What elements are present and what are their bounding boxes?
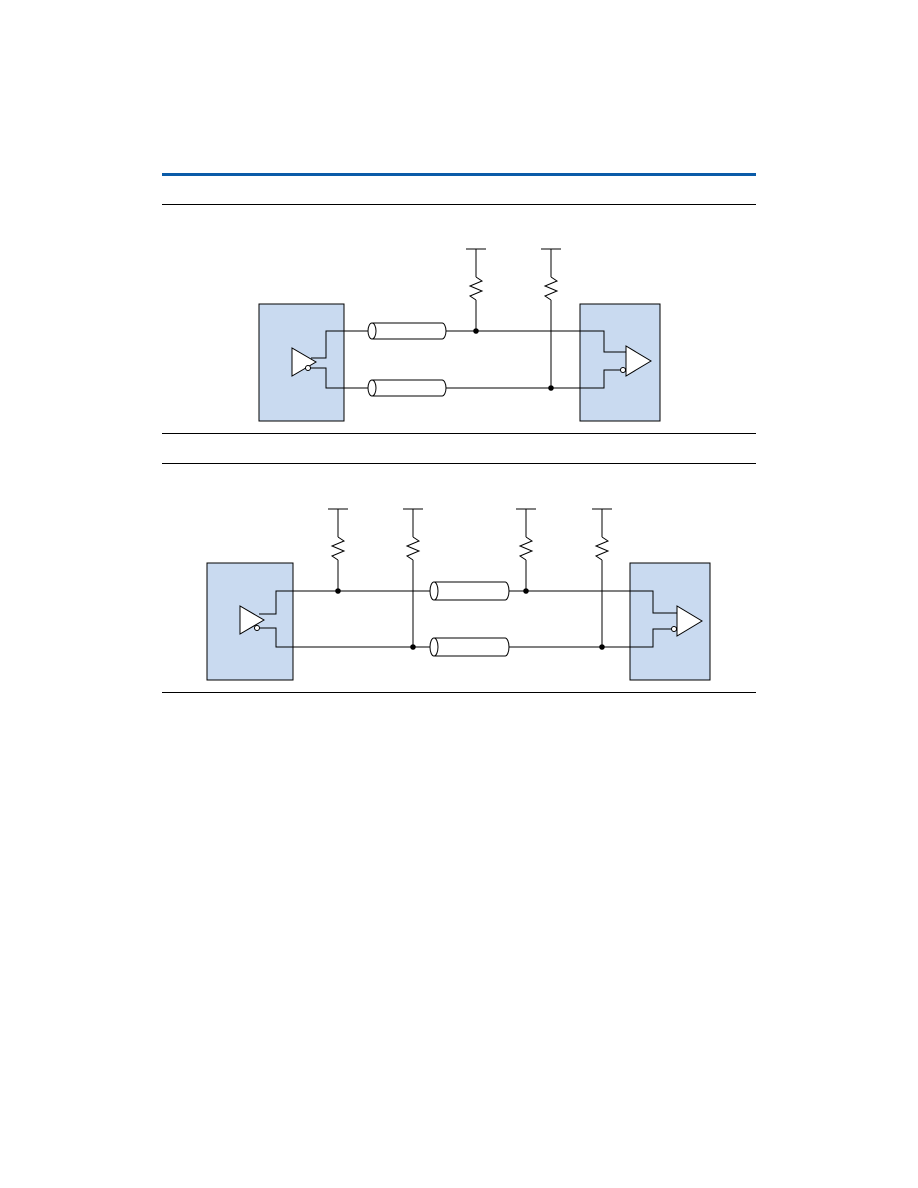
termination-resistor-icon — [592, 508, 612, 647]
rx-negative-trace — [580, 369, 621, 389]
rx-negative-trace — [630, 628, 672, 648]
differential-input-buffer-icon — [671, 605, 703, 637]
junction-dot — [473, 328, 479, 334]
figure-1 — [0, 205, 918, 433]
figure-1-diagram — [258, 248, 661, 422]
differential-input-buffer-icon — [620, 345, 652, 377]
termination-resistor-icon — [403, 508, 423, 647]
transmission-line-icon — [367, 379, 447, 397]
rx-positive-trace — [580, 330, 626, 353]
rx-positive-trace — [630, 590, 677, 614]
differential-output-buffer-icon — [239, 605, 265, 635]
termination-resistor-icon — [516, 508, 536, 591]
tx-negative-trace — [310, 367, 370, 389]
header-rule — [162, 173, 756, 176]
differential-output-buffer-icon — [291, 347, 317, 377]
junction-dot — [523, 588, 529, 594]
junction-dot — [335, 588, 341, 594]
figure-1-bottom-rule — [162, 433, 756, 434]
junction-dot — [599, 644, 605, 650]
termination-resistor-icon — [328, 508, 348, 591]
termination-resistor-icon — [541, 248, 561, 388]
junction-dot — [410, 644, 416, 650]
tx-positive-trace — [259, 590, 432, 615]
transmission-line-icon — [367, 322, 447, 340]
figure-2-diagram — [206, 508, 711, 681]
tx-negative-trace — [259, 627, 432, 648]
termination-resistor-icon — [466, 248, 486, 331]
junction-dot — [548, 385, 554, 391]
figure-1-top-rule — [162, 204, 756, 205]
transmission-line-icon — [429, 637, 510, 657]
tx-positive-trace — [311, 330, 370, 359]
transmission-line-icon — [429, 581, 510, 601]
figure-2-top-rule — [162, 463, 756, 464]
figure-2-bottom-rule — [162, 692, 756, 693]
figure-2 — [0, 464, 918, 692]
